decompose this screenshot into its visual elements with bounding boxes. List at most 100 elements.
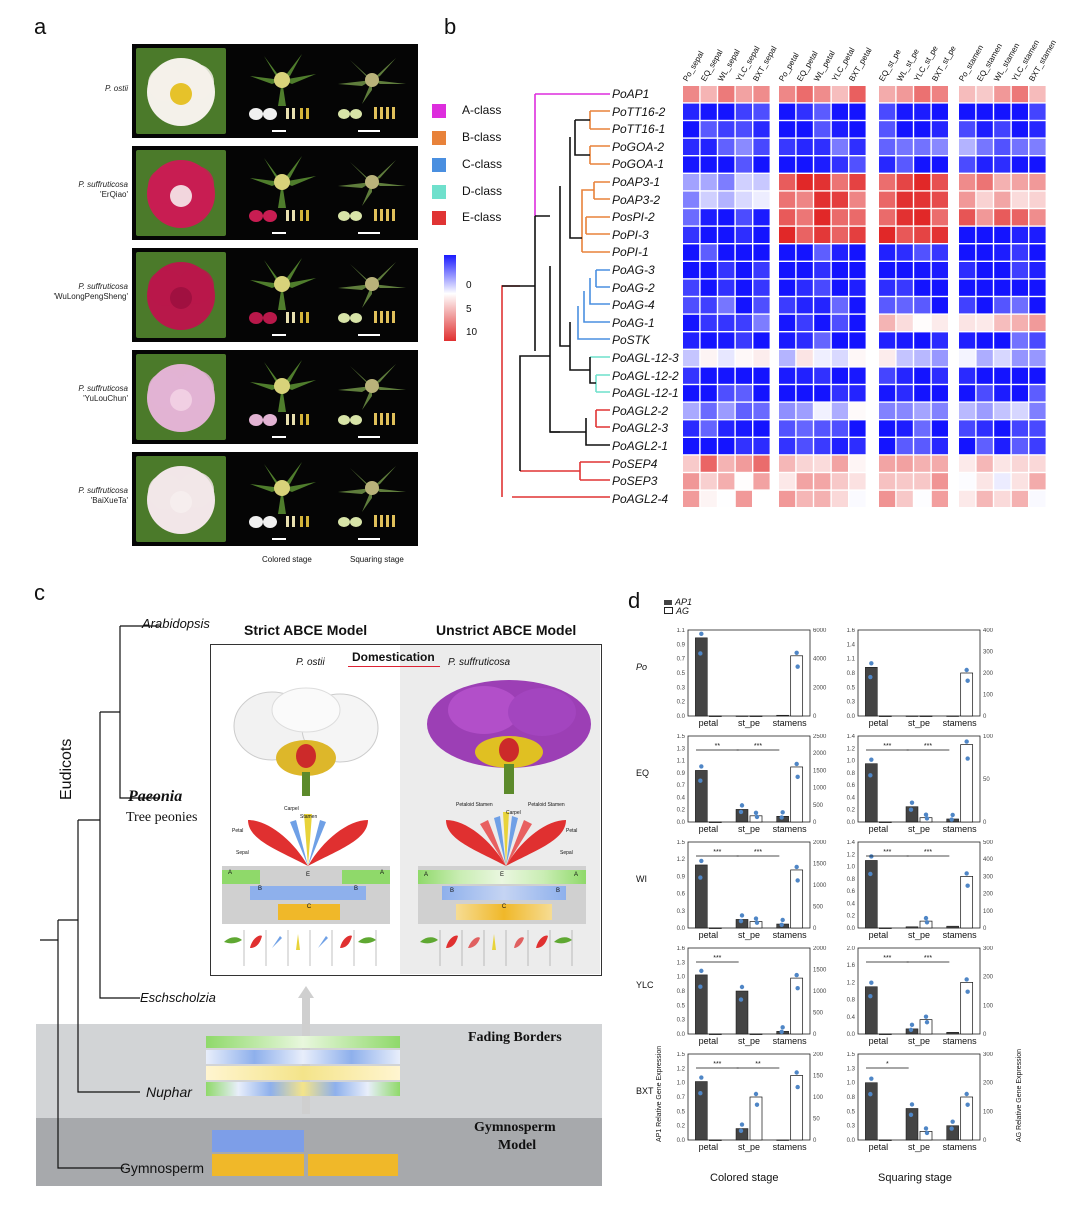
heatmap-cell <box>796 350 813 367</box>
right-tick-label: 500 <box>813 905 824 911</box>
x-category-label: st_pe <box>908 824 930 834</box>
heatmap-cell <box>896 103 913 120</box>
ag-bar <box>790 655 804 717</box>
heatmap-cell <box>849 191 866 208</box>
heatmap-cell <box>931 332 948 349</box>
plot-frame <box>857 947 981 1035</box>
heatmap-cell <box>796 174 813 191</box>
ap1-replicate-dot <box>909 1022 915 1028</box>
heatmap-cell <box>753 350 770 367</box>
heatmap-cell <box>700 350 717 367</box>
left-tick-label: 1.2 <box>677 1066 686 1072</box>
heatmap-cell <box>683 209 700 226</box>
heatmap-cell <box>959 121 976 138</box>
ap1-replicate-dot <box>908 1112 914 1117</box>
ag-replicate-dot <box>923 812 929 817</box>
left-tick-label: 0.0 <box>677 820 686 826</box>
heatmap-cell <box>959 174 976 191</box>
x-category-label: petal <box>699 824 719 834</box>
heatmap-cell <box>831 279 848 296</box>
heatmap-cell <box>994 490 1011 507</box>
left-tick-label: 0.7 <box>677 783 686 789</box>
left-tick-label: 0.2 <box>677 700 686 706</box>
heatmap-cell <box>976 226 993 243</box>
heatmap-cell <box>914 402 931 419</box>
heatmap-cell <box>831 385 848 402</box>
heatmap-cell <box>1029 174 1046 191</box>
heatmap-cell <box>879 103 896 120</box>
heatmap-cell <box>1029 209 1046 226</box>
heatmap-cell <box>700 262 717 279</box>
left-tick-label: 0.3 <box>847 1124 856 1130</box>
left-tick-label: 0.2 <box>847 914 856 920</box>
heatmap-cell <box>994 402 1011 419</box>
expression-bar-chart: 0.00.30.50.81.01.31.60500100015002000pet… <box>677 946 827 1046</box>
panel-label-b: b <box>444 14 457 39</box>
heatmap-cell <box>914 226 931 243</box>
ap1-replicate-dot <box>698 984 703 989</box>
gene-label: PoAGL-12-1 <box>612 386 679 401</box>
heatmap-cell <box>683 174 700 191</box>
right-tick-label: 200 <box>983 671 994 677</box>
left-tick-label: 1.1 <box>677 759 686 765</box>
x-category-label: stamens <box>943 718 978 728</box>
heatmap-cell <box>994 350 1011 367</box>
ag-bar <box>790 766 804 823</box>
heatmap-cell <box>779 86 796 103</box>
right-tick-label: 0 <box>813 1138 817 1144</box>
heatmap-cell <box>849 279 866 296</box>
heatmap-cell <box>753 455 770 472</box>
cultivar-label: EQ <box>636 768 650 778</box>
heatmap-cell <box>931 226 948 243</box>
heatmap-cell <box>994 367 1011 384</box>
left-tick-label: 0.8 <box>847 771 856 777</box>
heatmap-cell <box>831 262 848 279</box>
heatmap-cell <box>1029 121 1046 138</box>
ap1-replicate-dot <box>868 773 873 778</box>
significance-marker: *** <box>924 849 932 856</box>
heatmap-cell <box>735 156 752 173</box>
ag-replicate-dot <box>964 1091 969 1097</box>
gene-tree <box>501 93 610 498</box>
ag-bar <box>878 927 892 929</box>
heatmap-cell <box>879 86 896 103</box>
heatmap-cell <box>994 455 1011 472</box>
right-tick-label: 0 <box>813 820 817 826</box>
heatmap-cell <box>976 385 993 402</box>
gene-label: PoTT16-2 <box>612 104 666 119</box>
ag-bar <box>960 982 974 1035</box>
heatmap-cell <box>718 490 735 507</box>
heatmap-cell <box>976 314 993 331</box>
x-category-label: stamens <box>773 930 808 940</box>
ag-bar <box>960 672 974 717</box>
left-tick-label: 1.5 <box>677 840 686 846</box>
unstrict-organ-sepal: Sepal <box>560 850 573 856</box>
heatmap-cell <box>914 438 931 455</box>
heatmap-cell <box>796 455 813 472</box>
species-name: P. suffruticosa'BaiXueTa' <box>78 486 128 505</box>
heatmap-cell <box>718 438 735 455</box>
heatmap-cell <box>831 226 848 243</box>
heatmap-cell <box>914 244 931 261</box>
right-tick-label: 100 <box>983 909 994 915</box>
flower-photo <box>136 150 226 236</box>
left-tick-label: 0.5 <box>847 685 856 691</box>
gene-label: PoTT16-1 <box>612 122 666 137</box>
heatmap-cell <box>718 385 735 402</box>
heatmap-cell <box>914 262 931 279</box>
heatmap-cell <box>1011 297 1028 314</box>
right-tick-label: 100 <box>813 1095 824 1101</box>
heatmap-cell <box>959 367 976 384</box>
heatmap-cell <box>914 86 931 103</box>
left-tick-label: 0.9 <box>677 874 686 880</box>
taxon-gymnosperm: Gymnosperm <box>120 1160 205 1176</box>
heatmap-cell <box>753 138 770 155</box>
heatmap-cell <box>683 490 700 507</box>
heatmap-cell <box>753 86 770 103</box>
fading-mixed-row <box>206 1082 400 1096</box>
heatmap-cell <box>994 297 1011 314</box>
heatmap-cell <box>753 332 770 349</box>
x-category-label: stamens <box>773 1036 808 1046</box>
ag-replicate-dot <box>795 878 800 883</box>
heatmap-cell <box>718 226 735 243</box>
